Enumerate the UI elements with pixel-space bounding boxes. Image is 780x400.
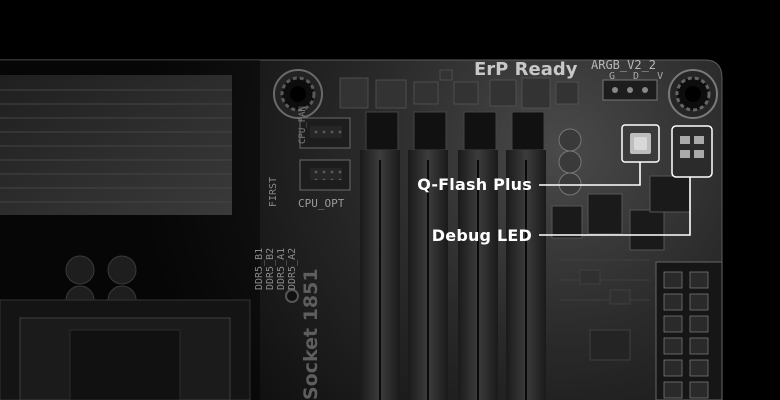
debug-led-label: Debug LED xyxy=(431,226,532,245)
ddr-label: DDR5_B1 xyxy=(254,247,265,290)
callout-lines xyxy=(539,162,691,236)
debug-leader xyxy=(539,177,691,236)
erp-ready-silk: ErP Ready xyxy=(474,59,578,80)
cpu-fan-silk: CPU_FAN xyxy=(298,106,308,144)
mounting-hole-left xyxy=(273,69,323,119)
argb-header xyxy=(602,79,658,101)
ddr-label: DDR5_B2 xyxy=(265,247,276,290)
cpu-opt-silk: CPU_OPT xyxy=(298,197,345,210)
dimm-slots xyxy=(360,150,546,400)
cpu-socket xyxy=(0,299,251,400)
smd-components xyxy=(339,69,579,109)
qflash-button-highlight xyxy=(621,124,660,163)
dimm-clips xyxy=(365,111,545,151)
first-silk: FIRST xyxy=(268,176,279,207)
qflash-leader xyxy=(539,162,641,186)
atx-power-connector xyxy=(655,261,723,400)
argb-pin-labels: G D V xyxy=(609,71,670,82)
board-traces xyxy=(560,259,650,361)
qflash-plus-label: Q-Flash Plus xyxy=(417,175,532,194)
argb-header-silk: ARGB_V2_2 xyxy=(591,58,657,72)
cpu-opt-header xyxy=(299,159,351,191)
ddr-label: DDR5_A1 xyxy=(276,247,287,290)
debug-led-highlight xyxy=(671,125,713,178)
board-edge xyxy=(0,59,723,400)
vrm-heatsink xyxy=(0,75,232,215)
cpu-fan-header xyxy=(299,117,351,149)
ddr-label: DDR5_A2 xyxy=(287,247,298,290)
mosfets xyxy=(551,175,691,251)
mounting-hole-right xyxy=(668,69,718,119)
capacitors-right xyxy=(558,128,582,196)
socket-silk: Socket 1851 xyxy=(300,268,322,400)
